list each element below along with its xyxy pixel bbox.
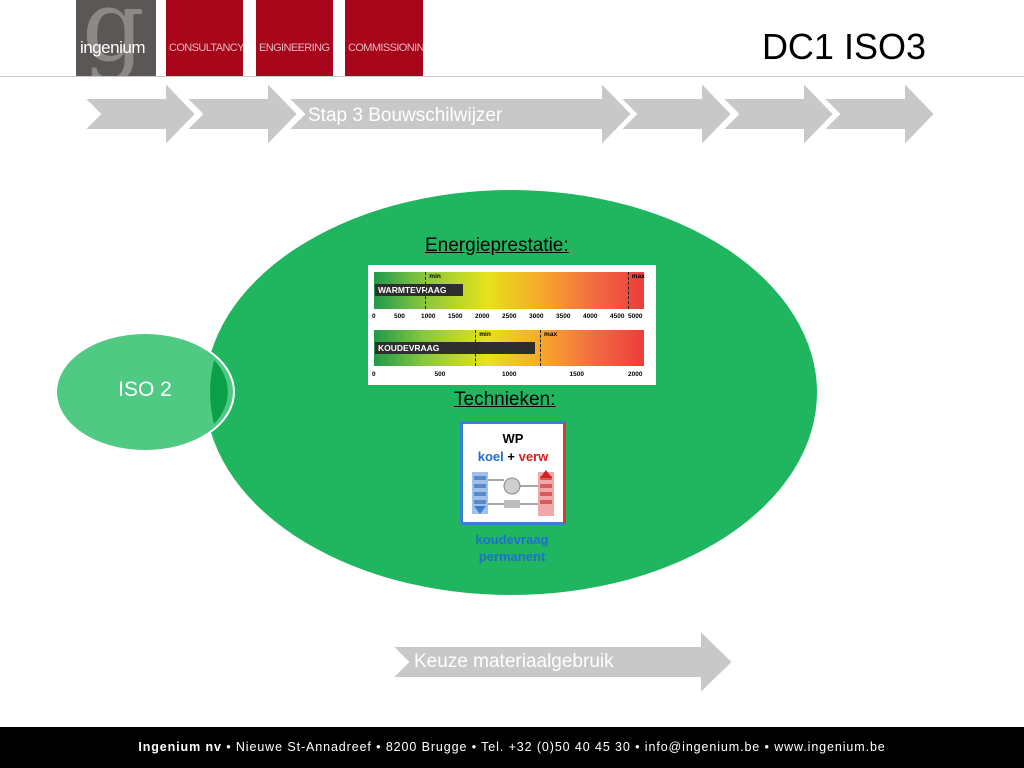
process-arrow-4 <box>617 79 734 149</box>
current-step-label: Stap 3 Bouwschilwijzer <box>308 105 503 126</box>
process-arrow-6 <box>820 79 937 149</box>
scale-tick-label: 1000 <box>421 313 436 320</box>
scale-tick-label: 4000 <box>583 313 598 320</box>
scale-tick-label: 500 <box>394 313 405 320</box>
footer-separator: • <box>471 740 477 754</box>
min-marker-label: min <box>479 331 491 338</box>
logo-block-commissioning: COMMISSIONING <box>345 0 423 76</box>
process-arrow-5 <box>719 79 836 149</box>
energy-scale-card: WARMTEVRAAG 0 500 1000 1500 2000 2500 3000 3500… <box>368 265 656 385</box>
koel-label: koel <box>477 449 504 464</box>
footer-contact: Ingenium nv • Nieuwe St-Annadreef • 8200… <box>0 740 1024 754</box>
logo-block-consultancy: CONSULTANCY <box>166 0 243 76</box>
heat-pump-title: WP <box>502 431 524 446</box>
warmtevraag-label: WARMTEVRAAG <box>375 284 463 296</box>
process-arrow-bottom <box>389 627 735 697</box>
iso2-label: ISO 2 <box>118 378 172 401</box>
page-title: DC1 ISO3 <box>761 26 926 67</box>
footer-company: Ingenium nv <box>138 740 222 754</box>
scale-tick-label: 2000 <box>475 313 490 320</box>
plus-sign: + <box>507 449 515 464</box>
max-marker-line <box>540 330 542 366</box>
footer-separator: • <box>635 740 641 754</box>
heat-pump-modes: koel + verw <box>463 449 563 464</box>
koudevraag-label: KOUDEVRAAG <box>375 342 535 354</box>
scale-tick-label: 500 <box>434 371 446 378</box>
scale-tick-label: 0 <box>372 371 376 378</box>
footer-email[interactable]: info@ingenium.be <box>644 740 761 754</box>
footer-bar <box>0 727 1024 768</box>
caption-line-2: permanent <box>478 549 546 564</box>
footer-phone: Tel. +32 (0)50 40 45 30 <box>481 740 631 754</box>
logo-block-label: COMMISSIONING <box>348 42 423 54</box>
logo-block-label: ENGINEERING <box>259 42 330 54</box>
min-marker-label: min <box>429 273 441 280</box>
scale-tick-label: 3000 <box>529 313 544 320</box>
scale-tick-label: 5000 <box>628 313 643 320</box>
max-marker-label: max <box>544 331 558 338</box>
process-arrow-2 <box>183 79 300 149</box>
scale-tick-label: 1000 <box>502 371 517 378</box>
scale-tick-label: 0 <box>372 313 376 320</box>
energy-heading: Energieprestatie: <box>425 235 569 256</box>
logo-wordmark: ingenium <box>80 38 146 57</box>
next-step-label: Keuze materiaalgebruik <box>414 651 614 672</box>
logo-block-engineering: ENGINEERING <box>256 0 333 76</box>
techniques-heading: Technieken: <box>454 389 556 410</box>
iso2-circle <box>55 332 235 452</box>
ingenium-logo: g ingenium <box>76 0 156 76</box>
min-marker-line <box>475 330 477 366</box>
scale-tick-label: 1500 <box>448 313 463 320</box>
heat-pump-box: WP koel + verw <box>460 421 566 525</box>
scale-tick-label: 3500 <box>556 313 571 320</box>
caption-line-1: koudevraag <box>475 532 549 547</box>
scale-tick-label: 2000 <box>628 371 643 378</box>
process-arrow-1 <box>81 79 198 149</box>
heat-pump-diagram-icon <box>472 470 554 516</box>
min-marker-line <box>425 272 427 309</box>
header-divider <box>0 76 1024 77</box>
verw-label: verw <box>518 449 549 464</box>
heat-pump-caption: koudevraag permanent <box>462 531 562 565</box>
scale-tick-label: 1500 <box>569 371 584 378</box>
scale-tick-label: 2500 <box>502 313 517 320</box>
logo-block-label: CONSULTANCY <box>169 42 243 54</box>
footer-separator: • <box>376 740 382 754</box>
iso-overlap <box>210 360 228 424</box>
max-marker-line <box>627 272 629 309</box>
footer-website[interactable]: www.ingenium.be <box>774 740 886 754</box>
footer-city: 8200 Brugge <box>385 740 468 754</box>
iso3-ellipse <box>205 190 817 595</box>
max-marker-label: max <box>631 273 645 280</box>
footer-separator: • <box>226 740 232 754</box>
process-arrow-current <box>285 79 634 149</box>
footer-address: Nieuwe St-Annadreef <box>235 740 372 754</box>
footer-separator: • <box>764 740 770 754</box>
scale-tick-label: 4500 <box>610 313 625 320</box>
logo-g-glyph: g <box>82 0 145 76</box>
